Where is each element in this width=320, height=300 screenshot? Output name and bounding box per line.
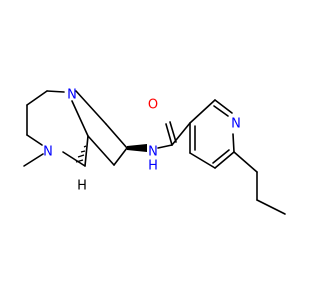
bond bbox=[212, 149, 230, 164]
amide-nitrogen-label: N bbox=[148, 145, 158, 160]
bond bbox=[105, 123, 128, 149]
bond bbox=[62, 151, 86, 167]
bond bbox=[113, 147, 128, 166]
bond bbox=[26, 134, 43, 146]
bond bbox=[233, 151, 258, 173]
bond bbox=[189, 99, 216, 124]
bond bbox=[75, 90, 107, 125]
bond bbox=[232, 133, 235, 153]
bond bbox=[87, 135, 115, 166]
bond bbox=[189, 152, 216, 169]
nitrogen-methyl-label: N bbox=[43, 145, 53, 160]
stereo-hydrogen-label: H bbox=[77, 179, 87, 194]
bond bbox=[46, 90, 65, 93]
bond bbox=[71, 100, 89, 137]
bond bbox=[84, 135, 89, 167]
bond bbox=[165, 123, 173, 146]
stereo-bonds bbox=[75, 144, 147, 163]
bond bbox=[256, 199, 286, 215]
bond-layer bbox=[23, 90, 286, 215]
pyridine-nitrogen-label: N bbox=[231, 117, 241, 132]
amide-hydrogen-label: H bbox=[148, 159, 158, 174]
atom-labels: N N N H O N H bbox=[43, 88, 241, 194]
carbonyl-oxygen-label: O bbox=[148, 98, 158, 113]
bond bbox=[23, 153, 44, 167]
molecule-structure: N N N H O N H bbox=[23, 88, 286, 215]
bond bbox=[169, 121, 177, 143]
nitrogen-ring-label: N bbox=[67, 88, 77, 103]
bond bbox=[171, 122, 191, 146]
bond bbox=[157, 144, 173, 149]
hashed-wedge-bond bbox=[75, 145, 87, 163]
bond bbox=[214, 99, 233, 114]
bond bbox=[26, 90, 48, 106]
solid-wedge-bond bbox=[127, 144, 147, 152]
bond bbox=[214, 151, 235, 169]
bond bbox=[213, 105, 229, 117]
